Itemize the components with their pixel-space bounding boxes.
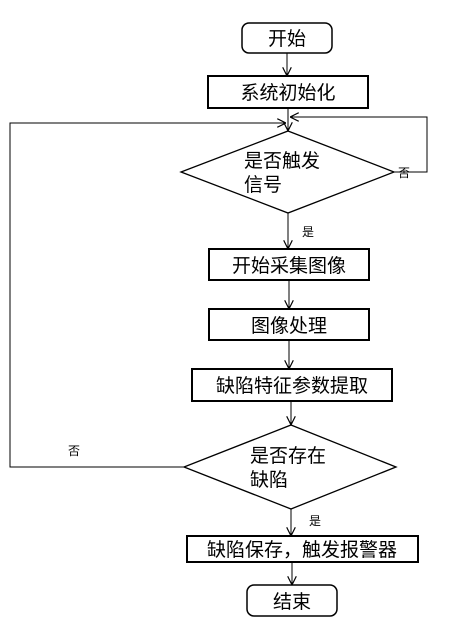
- end-node: 结束: [246, 584, 338, 617]
- edge-trigger-no-loop: [291, 117, 428, 173]
- defect-yes-label: 是: [309, 514, 321, 528]
- extract-label: 缺陷特征参数提取: [216, 375, 368, 397]
- defect-decision: 是否存在 缺陷: [182, 424, 398, 510]
- trigger-label-line1: 是否触发: [244, 150, 320, 172]
- process-label: 图像处理: [251, 315, 327, 337]
- acquire-label: 开始采集图像: [232, 255, 346, 277]
- trigger-decision: 是否触发 信号: [179, 130, 396, 214]
- acquire-node: 开始采集图像: [208, 248, 370, 281]
- edge-defect-no-loop: [9, 123, 285, 468]
- defect-no-label: 否: [68, 444, 80, 458]
- extract-node: 缺陷特征参数提取: [191, 368, 393, 402]
- start-node: 开始: [241, 22, 333, 54]
- defect-label-line1: 是否存在: [250, 445, 326, 467]
- init-label: 系统初始化: [240, 82, 335, 104]
- save-label: 缺陷保存，触发报警器: [207, 539, 397, 561]
- start-label: 开始: [268, 28, 306, 50]
- init-node: 系统初始化: [207, 75, 369, 109]
- defect-label-line2: 缺陷: [250, 469, 288, 491]
- save-node: 缺陷保存，触发报警器: [186, 535, 419, 563]
- end-label: 结束: [273, 591, 311, 613]
- process-node: 图像处理: [208, 308, 370, 341]
- edges: [9, 53, 428, 584]
- trigger-no-label: 否: [398, 166, 410, 180]
- trigger-label-line2: 信号: [244, 174, 282, 196]
- trigger-yes-label: 是: [302, 225, 314, 239]
